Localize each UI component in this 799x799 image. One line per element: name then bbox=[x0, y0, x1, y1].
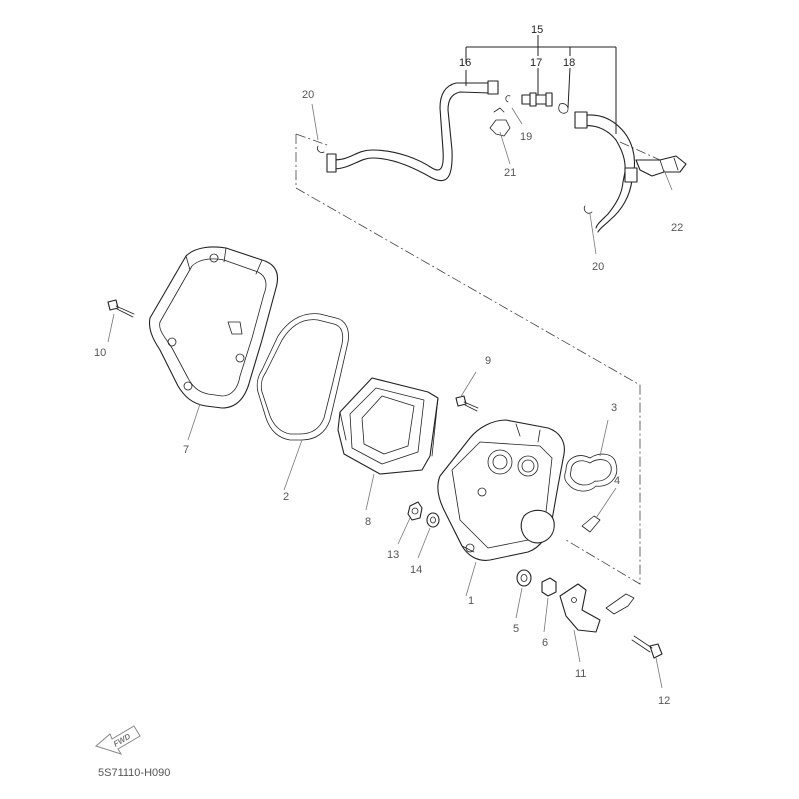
air-filter-case-1 bbox=[437, 419, 565, 561]
hose-right-fitting bbox=[574, 111, 588, 129]
bolt-10 bbox=[107, 299, 135, 318]
washer-14 bbox=[426, 512, 440, 528]
callout-6: 6 bbox=[542, 637, 548, 649]
air-filter-case-cover-7 bbox=[148, 246, 279, 409]
gasket-2 bbox=[256, 313, 349, 441]
plate-4 bbox=[581, 515, 601, 533]
collar-6 bbox=[541, 577, 557, 597]
bolt-12 bbox=[631, 635, 663, 659]
callout-3: 3 bbox=[611, 402, 617, 414]
hose-right-mid-band bbox=[624, 167, 638, 183]
callout-7: 7 bbox=[183, 444, 189, 456]
hose-16 bbox=[332, 82, 491, 182]
hose-16-left-fitting bbox=[326, 153, 337, 173]
callout-21: 21 bbox=[504, 167, 516, 179]
callout-16: 16 bbox=[459, 57, 471, 69]
bolt-9 bbox=[455, 395, 479, 412]
hose-16-end-fitting bbox=[487, 80, 499, 95]
diagram-code: 5S71110-H090 bbox=[98, 767, 171, 779]
grommet-13 bbox=[407, 501, 423, 521]
callout-17: 17 bbox=[530, 57, 542, 69]
fwd-arrow-icon: FWD bbox=[94, 725, 141, 755]
callout-13: 13 bbox=[387, 549, 399, 561]
callout-12: 12 bbox=[658, 695, 670, 707]
bracket-22 bbox=[635, 155, 687, 177]
callout-14: 14 bbox=[410, 564, 422, 576]
callout-10: 10 bbox=[94, 347, 106, 359]
callout-19: 19 bbox=[520, 131, 532, 143]
callout-9: 9 bbox=[485, 355, 491, 367]
bracket-11 bbox=[559, 583, 635, 633]
assembly-boundary bbox=[295, 133, 661, 585]
callout-15: 15 bbox=[531, 24, 543, 36]
clip-18 bbox=[558, 103, 569, 114]
callout-labels: 1 2 3 4 5 6 7 8 9 10 11 12 13 14 15 16 1… bbox=[94, 24, 683, 707]
callout-1: 1 bbox=[468, 595, 474, 607]
air-filter-element-8 bbox=[337, 377, 439, 475]
callout-18: 18 bbox=[563, 57, 575, 69]
callout-4: 4 bbox=[614, 475, 620, 487]
callout-2: 2 bbox=[283, 491, 289, 503]
group-15-bracket bbox=[465, 35, 617, 134]
clamp-21 bbox=[489, 107, 511, 137]
callout-22: 22 bbox=[671, 222, 683, 234]
joint-pipe-17 bbox=[521, 92, 553, 107]
callout-5: 5 bbox=[513, 623, 519, 635]
grommet-5 bbox=[516, 569, 532, 587]
callout-20-top: 20 bbox=[302, 89, 314, 101]
callout-20-bottom: 20 bbox=[592, 261, 604, 273]
callout-8: 8 bbox=[365, 516, 371, 528]
seal-3 bbox=[564, 453, 618, 492]
leader-lines bbox=[107, 103, 673, 689]
callout-11: 11 bbox=[575, 668, 586, 680]
clamp-20 bbox=[317, 95, 593, 214]
breather-hose-assembly bbox=[317, 80, 687, 233]
